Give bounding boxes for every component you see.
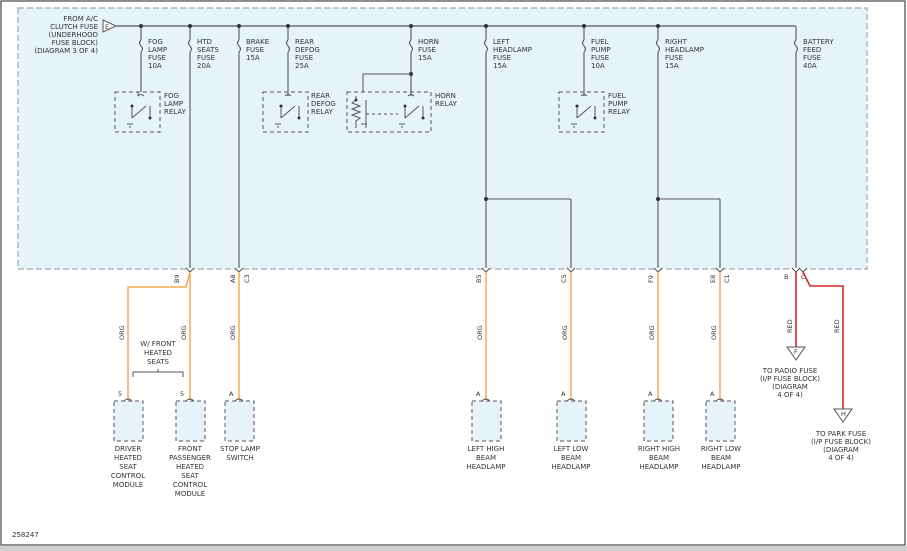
svg-text:H: H: [841, 410, 846, 418]
pin-f9: F9: [647, 275, 655, 283]
component-pin-right-high: A: [648, 390, 653, 398]
pin-c3: C3: [243, 274, 251, 283]
wire-label-rhigh: ORG: [648, 325, 656, 340]
fuse-symbols: [138, 26, 799, 268]
wire-label-lhigh: ORG: [476, 325, 484, 340]
source-pin: E: [105, 23, 109, 31]
fuse-block-box: [17, 7, 868, 270]
component-pin-passenger-seat: 5: [180, 390, 184, 398]
bus-junction-dots: [139, 24, 660, 201]
component-pin-stop-lamp: A: [229, 390, 234, 398]
pin-b: B: [784, 273, 788, 281]
wire-label-park: RED: [833, 319, 841, 333]
wire-paths: [127, 271, 844, 409]
wire-label-pass-seat: ORG: [180, 325, 188, 340]
pin-c1: C1: [723, 274, 731, 283]
pin-b9: B9: [173, 274, 181, 283]
wire-label-rlow: ORG: [710, 325, 718, 340]
wire-label-llow: ORG: [561, 325, 569, 340]
pin-a8: A8: [229, 274, 237, 283]
pin-c: C: [801, 273, 806, 281]
pin-c5: C5: [560, 274, 568, 283]
bottom-scrollbar[interactable]: [0, 546, 907, 551]
component-pin-left-high: A: [476, 390, 481, 398]
pin-e8: E8: [709, 275, 717, 283]
pin-b5: B5: [475, 274, 483, 283]
wire-label-stop: ORG: [229, 325, 237, 340]
diagram-id: 258247: [12, 531, 39, 539]
svg-text:F: F: [794, 348, 798, 356]
wire-label-drv-seat: ORG: [118, 325, 126, 340]
component-pin-driver-seat: 5: [118, 390, 122, 398]
source-connector: [102, 19, 118, 33]
component-pin-left-low: A: [561, 390, 566, 398]
component-boxes: [113, 398, 736, 442]
wire-label-radio: RED: [786, 319, 794, 333]
component-pin-right-low: A: [710, 390, 715, 398]
